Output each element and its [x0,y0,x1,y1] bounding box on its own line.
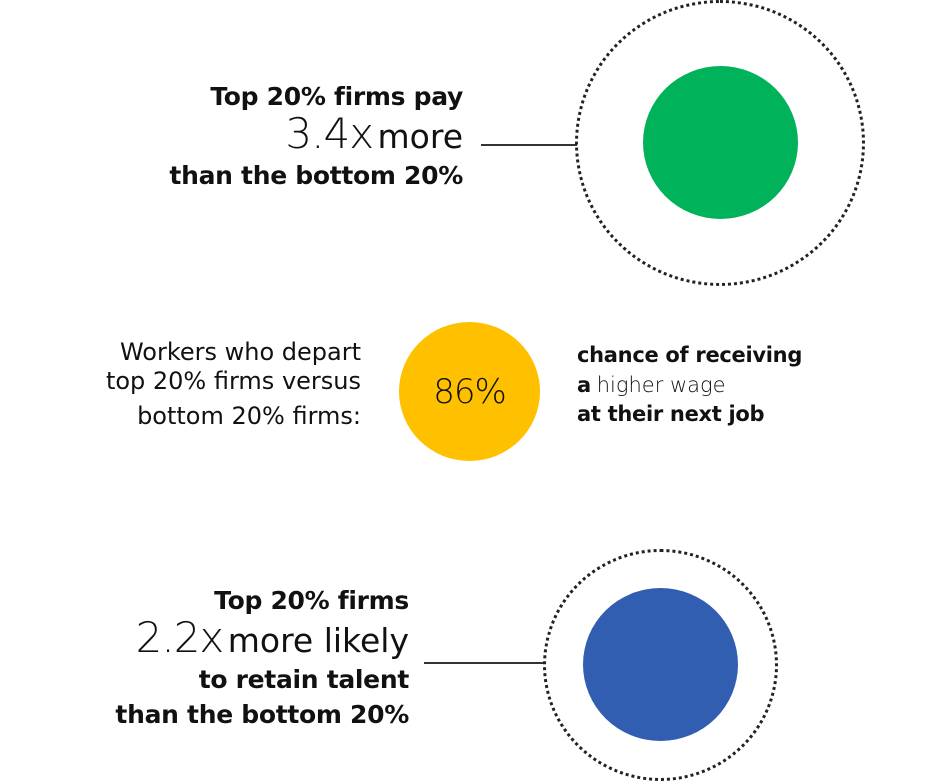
pay-connector-line [481,144,577,146]
retain-blue-circle [583,588,738,741]
wage-yellow-circle: 86% [399,322,540,461]
retain-line-4: than the bottom 20% [115,700,409,729]
workers-depart-label: Workers who depart top 20% firms versus … [106,340,361,434]
pay-green-circle [643,66,798,219]
pay-stat-line: 3.4x more [169,113,463,155]
retain-multiplier: 2.2x [135,613,225,662]
retain-heading: Top 20% firms [214,586,409,615]
workers-depart-line-2: top 20% firms versus [105,367,361,395]
workers-depart-line-1: Workers who depart [119,338,361,366]
wage-line-2-light: higher wage [596,373,726,397]
retain-stat-line: 2.2x more likely [115,617,409,659]
retain-connector-line [424,662,545,664]
pay-comparison: than the bottom 20% [169,161,463,190]
wage-line-1: chance of receiving [577,343,803,367]
retain-multiplier-suffix: more likely [227,621,409,660]
wage-line-3: at their next job [577,402,765,426]
wage-description: chance of receiving a higher wage at the… [577,345,802,425]
wage-line-2-bold: a [577,373,591,397]
stat-block-retain: Top 20% firms 2.2x more likely to retain… [115,588,409,727]
workers-depart-line-3: bottom 20% firms: [137,402,361,430]
pay-multiplier: 3.4x [285,109,374,158]
pay-multiplier-suffix: more [377,117,463,156]
wage-percentage: 86% [433,371,507,412]
retain-line-3: to retain talent [198,665,410,694]
pay-heading: Top 20% firms pay [210,82,463,111]
pay-dotted-ring [575,0,865,286]
stat-block-pay: Top 20% firms pay 3.4x more than the bot… [169,84,463,188]
